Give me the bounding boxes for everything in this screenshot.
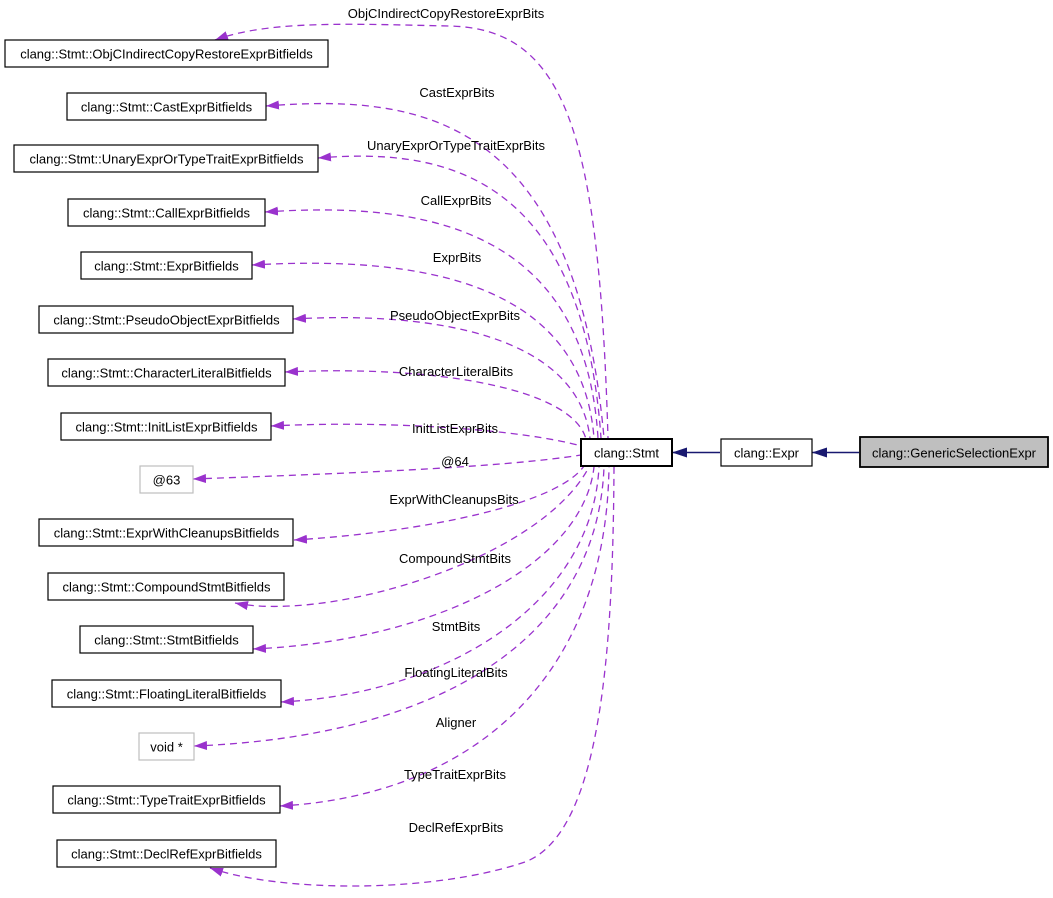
node-floatingliteralbitfields[interactable]: clang::Stmt::FloatingLiteralBitfields [51,679,282,708]
node-label[interactable]: clang::Stmt::CallExprBitfields [83,206,250,221]
node-anon-63: @63 [139,465,194,494]
edge-label-objcindirectcopyrestoreexprbits: ObjCIndirectCopyRestoreExprBits [348,6,545,21]
node-label[interactable]: clang::Stmt::PseudoObjectExprBitfields [53,313,280,328]
node-box[interactable] [47,572,285,601]
node-initlistexprbitfields[interactable]: clang::Stmt::InitListExprBitfields [60,412,272,441]
edge-label-typetraitexprbits: TypeTraitExprBits [404,767,507,782]
node-label: clang::GenericSelectionExpr [872,446,1037,461]
edge-label-at64: @64 [441,454,469,469]
node-void-pointer: void * [138,732,195,761]
node-characterliteralbitfields[interactable]: clang::Stmt::CharacterLiteralBitfields [47,358,286,387]
node-box[interactable] [4,39,329,68]
node-typetraitexprbitfields[interactable]: clang::Stmt::TypeTraitExprBitfields [52,785,281,814]
edge-label-exprwithcleanupsbits: ExprWithCleanupsBits [389,492,519,507]
node-exprwithcleanupsbitfields[interactable]: clang::Stmt::ExprWithCleanupsBitfields [38,518,294,547]
edge-label-callexprbits: CallExprBits [421,193,492,208]
edge-floatingliteralbits [280,466,600,706]
edge-label-unaryexprortypetraitexprbits: UnaryExprOrTypeTraitExprBits [367,138,545,153]
node-label[interactable]: clang::Stmt::CastExprBitfields [81,100,253,115]
edge-exprbits [251,259,595,439]
edge-label-compoundstmtbits: CompoundStmtBits [399,551,511,566]
edge-unaryexprortypetraitexprbits [317,152,602,439]
edge-label-exprbits: ExprBits [433,250,482,265]
node-box[interactable] [80,251,253,280]
node-label[interactable]: clang::Expr [734,446,800,461]
edge-typetraitexprbits [279,466,610,810]
node-callexprbitfields[interactable]: clang::Stmt::CallExprBitfields [67,198,266,227]
node-box[interactable] [38,305,294,334]
edge-declrefexprbits [209,466,615,887]
edge-compoundstmtbits [234,466,590,610]
edge-callexprbits [264,206,599,439]
edge-aligner [193,466,605,750]
node-box [859,436,1049,468]
edge-label-characterliteralbits: CharacterLiteralBits [399,364,514,379]
node-box[interactable] [51,679,282,708]
node-box[interactable] [580,438,673,467]
node-expr[interactable]: clang::Expr [720,438,813,467]
edge-label-castexprbits: CastExprBits [419,85,495,100]
node-box[interactable] [79,625,254,654]
node-box [138,732,195,761]
node-box[interactable] [67,198,266,227]
node-label[interactable]: clang::Stmt::FloatingLiteralBitfields [67,687,267,702]
node-label[interactable]: clang::Stmt::TypeTraitExprBitfields [67,793,266,808]
node-label[interactable]: clang::Stmt [594,446,659,461]
node-label[interactable]: clang::Stmt::ExprWithCleanupsBitfields [54,526,280,541]
node-box[interactable] [60,412,272,441]
edge-label-stmtbits: StmtBits [432,619,481,634]
edge-stmtbits [252,466,595,653]
node-genericselectionexpr: clang::GenericSelectionExpr [859,436,1049,468]
node-box[interactable] [47,358,286,387]
node-box[interactable] [720,438,813,467]
node-stmt[interactable]: clang::Stmt [580,438,673,467]
node-label: @63 [153,473,181,488]
node-label[interactable]: clang::Stmt::InitListExprBitfields [75,420,258,435]
node-box[interactable] [52,785,281,814]
member-edges [192,23,615,887]
node-castexprbitfields[interactable]: clang::Stmt::CastExprBitfields [66,92,267,121]
node-label: void * [150,740,183,755]
edge-label-pseudoobjectexprbits: PseudoObjectExprBits [390,308,521,323]
node-box[interactable] [66,92,267,121]
node-unaryexprortypetraitexprbitfields[interactable]: clang::Stmt::UnaryExprOrTypeTraitExprBit… [13,144,319,173]
edge-label-initlistexprbits: InitListExprBits [412,421,498,436]
node-compoundstmtbitfields[interactable]: clang::Stmt::CompoundStmtBitfields [47,572,285,601]
node-label[interactable]: clang::Stmt::ObjCIndirectCopyRestoreExpr… [20,47,313,62]
edge-labels: ObjCIndirectCopyRestoreExprBits CastExpr… [348,6,546,835]
edge-label-floatingliteralbits: FloatingLiteralBits [404,665,508,680]
node-box[interactable] [38,518,294,547]
node-label[interactable]: clang::Stmt::DeclRefExprBitfields [71,847,262,862]
edge-label-declrefexprbits: DeclRefExprBits [409,820,504,835]
node-label[interactable]: clang::Stmt::CompoundStmtBitfields [62,580,271,595]
node-label[interactable]: clang::Stmt::StmtBitfields [94,633,239,648]
edge-objcindirectcopyrestoreexprbits [214,23,609,439]
node-box[interactable] [13,144,319,173]
node-label[interactable]: clang::Stmt::CharacterLiteralBitfields [61,366,272,381]
node-label[interactable]: clang::Stmt::UnaryExprOrTypeTraitExprBit… [29,152,304,167]
edge-castexprbits [265,100,605,439]
edge-label-aligner: Aligner [436,715,477,730]
node-declrefexprbitfields[interactable]: clang::Stmt::DeclRefExprBitfields [56,839,277,868]
edge-at64 [192,454,582,484]
node-objcindirectcopyrestoreexprbitfields[interactable]: clang::Stmt::ObjCIndirectCopyRestoreExpr… [4,39,329,68]
node-box[interactable] [56,839,277,868]
node-stmtbitfields[interactable]: clang::Stmt::StmtBitfields [79,625,254,654]
node-box [139,465,194,494]
node-exprbitfields[interactable]: clang::Stmt::ExprBitfields [80,251,253,280]
node-label[interactable]: clang::Stmt::ExprBitfields [94,259,239,274]
edge-exprwithcleanupsbits [293,465,585,544]
node-pseudoobjectexprbitfields[interactable]: clang::Stmt::PseudoObjectExprBitfields [38,305,294,334]
